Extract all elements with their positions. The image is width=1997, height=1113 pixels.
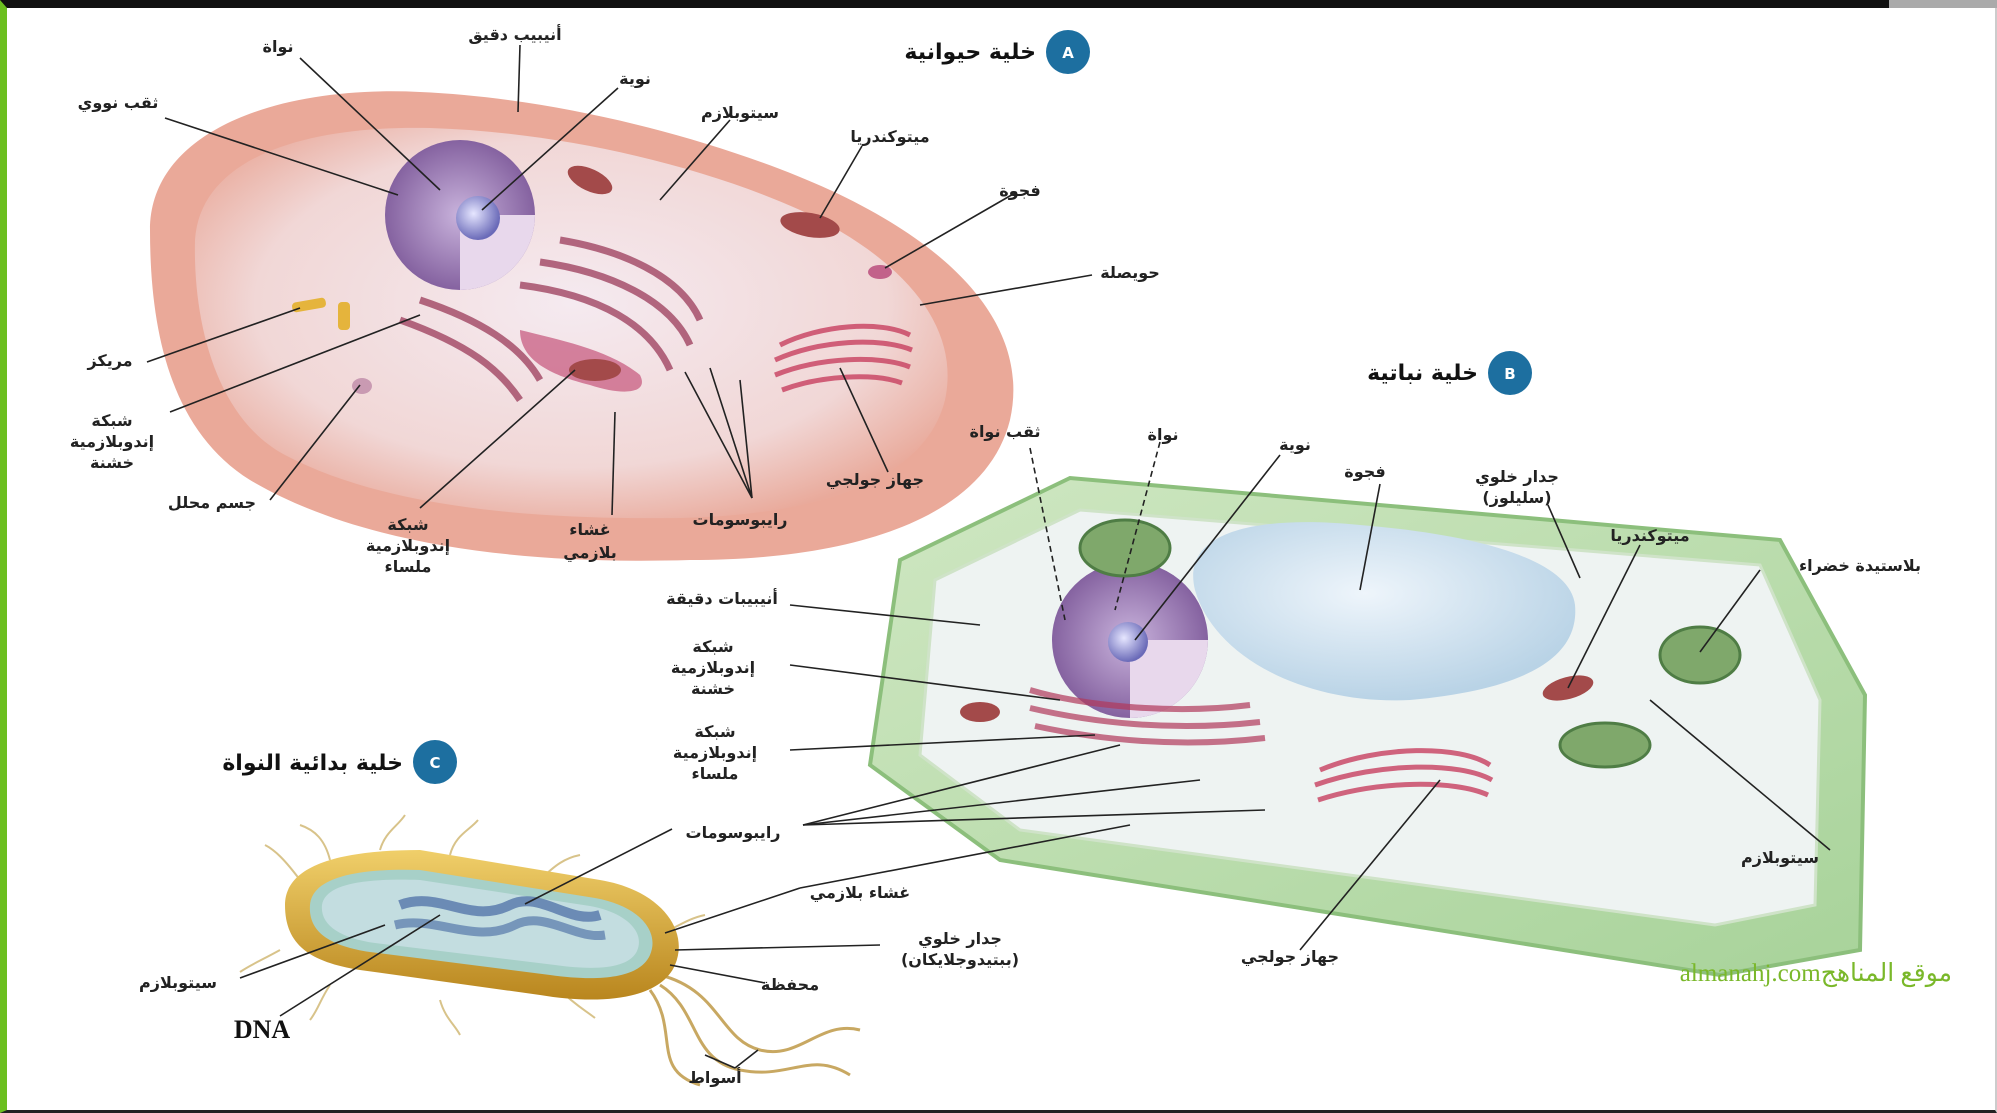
label-animal-smooth-er-2: إندوبلازمية	[366, 536, 450, 555]
label-plant-vacuole: فجوة	[1344, 462, 1385, 481]
label-plant-golgi: جهاز جولجي	[1241, 947, 1339, 967]
label-plant-chloroplast: بلاستيدة خضراء	[1799, 556, 1921, 575]
label-plant-nucleus: نواة	[1148, 425, 1179, 444]
label-animal-rough-er-2: إندوبلازمية	[70, 432, 154, 451]
plant-title: B خلية نباتية	[1367, 351, 1532, 395]
label-plant-membrane: غشاء بلازمي	[810, 883, 910, 903]
label-animal-nuclear-pore: ثقب نووي	[78, 93, 159, 113]
watermark-text: almanahj.comموقع المناهج	[1680, 960, 1952, 988]
label-prokaryote-dna: DNA	[234, 1015, 291, 1044]
label-animal-ribosomes: رايبوسومات	[692, 510, 787, 529]
animal-cell-illustration	[150, 91, 1013, 560]
animal-badge-letter: A	[1062, 44, 1074, 62]
label-animal-golgi: جهاز جولجي	[826, 470, 924, 490]
label-prokaryote-cell-wall-1: جدار خلوي	[918, 929, 1002, 949]
label-animal-membrane-1: غشاء	[569, 520, 610, 539]
prokaryote-cell-title: خلية بدائية النواة	[222, 751, 403, 776]
label-prokaryote-cell-wall-2: (ببتيدوجلايكان)	[901, 950, 1019, 969]
label-animal-vesicle: حويصلة	[1100, 263, 1160, 282]
prokaryote-title: C خلية بدائية النواة	[222, 740, 457, 784]
label-plant-cytoplasm: سيتوبلازم	[1741, 848, 1819, 867]
label-animal-cytoplasm: سيتوبلازم	[701, 103, 779, 122]
label-animal-membrane-2: بلازمي	[563, 543, 616, 563]
label-animal-centriole: مريكز	[86, 351, 132, 370]
label-prokaryote-capsule: محفظة	[761, 975, 819, 994]
label-plant-rough-er-1: شبكة	[692, 637, 733, 656]
label-animal-lysosome: جسم محلل	[168, 493, 256, 512]
prokaryote-badge-letter: C	[429, 754, 440, 772]
label-plant-mitochondria: ميتوكندريا	[1610, 526, 1689, 545]
label-plant-nucleolus: نوية	[1279, 435, 1311, 454]
label-plant-smooth-er-1: شبكة	[694, 722, 735, 741]
label-plant-rough-er-3: خشنة	[691, 679, 735, 698]
animal-cell-title: خلية حيوانية	[904, 40, 1036, 65]
prokaryote-illustration	[240, 815, 860, 1085]
label-plant-cell-wall-2: (سليلوز)	[1482, 488, 1551, 507]
label-animal-vacuole: فجوة	[999, 181, 1040, 200]
label-prokaryote-cytoplasm: سيتوبلازم	[139, 973, 217, 992]
label-animal-mitochondria: ميتوكندريا	[850, 127, 929, 146]
label-plant-smooth-er-3: ملساء	[692, 764, 739, 783]
label-animal-rough-er-3: خشنة	[90, 453, 134, 472]
animal-title: A خلية حيوانية	[904, 30, 1090, 74]
label-prokaryote-flagella: أسواط	[688, 1067, 741, 1087]
label-plant-cell-wall-1: جدار خلوي	[1475, 467, 1559, 487]
label-plant-ribosomes: رايبوسومات	[685, 823, 780, 842]
label-animal-rough-er-1: شبكة	[91, 411, 132, 430]
label-animal-microtubule: أنيبيب دقيق	[468, 24, 561, 44]
label-animal-smooth-er-1: شبكة	[387, 515, 428, 534]
label-animal-nucleolus: نوية	[619, 69, 651, 88]
label-animal-smooth-er-3: ملساء	[385, 557, 432, 576]
label-plant-microtubules: أنيبيبات دقيقة	[666, 588, 778, 608]
plant-badge-letter: B	[1504, 365, 1515, 383]
label-animal-nucleus: نواة	[263, 37, 294, 56]
label-plant-nuclear-pore: ثقب نواة	[970, 422, 1041, 441]
label-plant-smooth-er-2: إندوبلازمية	[673, 743, 757, 762]
label-plant-rough-er-2: إندوبلازمية	[671, 658, 755, 677]
plant-cell-title: خلية نباتية	[1367, 361, 1478, 386]
